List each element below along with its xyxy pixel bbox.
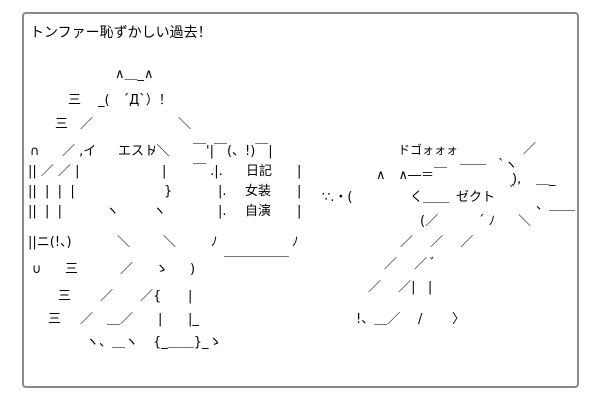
stroke: ／{ <box>140 289 162 304</box>
stroke: ＼ <box>163 235 177 250</box>
face: _( ´Д`）！ <box>98 93 172 108</box>
stroke: | <box>297 184 302 199</box>
ears: ∧ ∧―＝￣ <box>376 168 448 183</box>
stroke: ＼ <box>178 117 192 132</box>
stroke: | <box>297 164 302 179</box>
tonfa-bottom: ∪ <box>32 262 42 277</box>
stroke: ／ <box>80 312 94 327</box>
notebook-sockpuppet: 自演 <box>245 204 272 219</box>
stroke: ＿／ <box>107 312 134 327</box>
stroke: / <box>418 312 423 327</box>
stroke: ﾉ <box>292 235 299 250</box>
stroke: ／ <box>523 142 537 157</box>
shirt-text: エスト <box>118 144 158 159</box>
stroke: ), <box>512 172 522 187</box>
notebook-bottom: ＿＿＿＿＿ <box>224 244 290 259</box>
stroke: ／ <box>100 289 114 304</box>
speed-line: 三 <box>58 289 72 304</box>
mouth: く＿＿ <box>410 190 450 205</box>
feet-left: ヽ、＿ヽ <box>86 335 139 350</box>
aa-frame <box>22 12 579 388</box>
stroke: ゝ <box>155 262 169 277</box>
stroke: ／ ／ ﾞ <box>384 257 437 272</box>
notebook-crossdress: 女装 <box>245 184 272 199</box>
feet-right: {_＿＿}_ゝ <box>153 335 222 350</box>
stroke: ＿_ <box>536 172 556 187</box>
stroke: || | | | <box>28 184 75 199</box>
stroke: | <box>162 164 167 179</box>
stroke: ＿＿ <box>460 152 487 167</box>
stroke: ﾉ <box>211 235 218 250</box>
stroke: ´ ﾉ <box>478 214 496 229</box>
speed-line: 三 <box>68 93 82 108</box>
tonfa-top: ∩ <box>30 144 40 159</box>
stroke: ヽ <box>106 204 120 219</box>
speed-line: 三 <box>48 312 62 327</box>
stroke: || ／ ／ | <box>28 164 80 179</box>
stroke: || | | <box>28 204 63 219</box>
stroke: ゛ <box>510 184 524 199</box>
notebook-top: ￣'|￣(、!)￣| <box>193 144 273 159</box>
name-zekuto: ゼクト <box>456 190 496 205</box>
stroke: | <box>188 289 193 304</box>
stroke: ／ ／ ／ <box>400 235 474 250</box>
stroke: | <box>158 312 163 327</box>
stroke: (／ <box>420 214 439 229</box>
stroke: ) <box>190 262 196 277</box>
stroke: ￣ .|. <box>193 164 223 179</box>
sound-effect: ドゴォォォ <box>398 143 459 157</box>
stroke: ＼ <box>117 235 131 250</box>
stroke: ／ ,イ <box>62 144 97 159</box>
caption-title: トンファー恥ずかしい過去！ <box>30 25 212 41</box>
stroke: ／ ／| | <box>368 280 433 295</box>
stroke: |_ <box>188 312 199 327</box>
stroke: |. <box>218 204 227 219</box>
foot: !、＿／ <box>356 312 401 327</box>
ears: ∧＿_∧ <box>115 67 154 82</box>
stroke: ﾉ＼ <box>150 144 170 159</box>
stroke: | <box>297 204 302 219</box>
stroke: 、＿＿ <box>536 198 576 213</box>
stroke: } <box>164 184 173 199</box>
tonfa-hand: ||ニ(!、) <box>28 235 72 250</box>
speed-line: 三 <box>55 117 69 132</box>
impact: ∵.・( <box>322 190 353 205</box>
stroke: ヽ <box>153 204 167 219</box>
notebook-diary: 日記 <box>246 164 273 179</box>
speed-line: 三 <box>65 262 79 277</box>
stroke: ＼ <box>518 214 532 229</box>
stroke: ／ <box>80 117 94 132</box>
stroke: ／ <box>120 262 134 277</box>
stroke: |. <box>218 184 227 199</box>
stroke: `ヽ <box>498 158 518 173</box>
stroke: 〉 <box>452 312 466 327</box>
